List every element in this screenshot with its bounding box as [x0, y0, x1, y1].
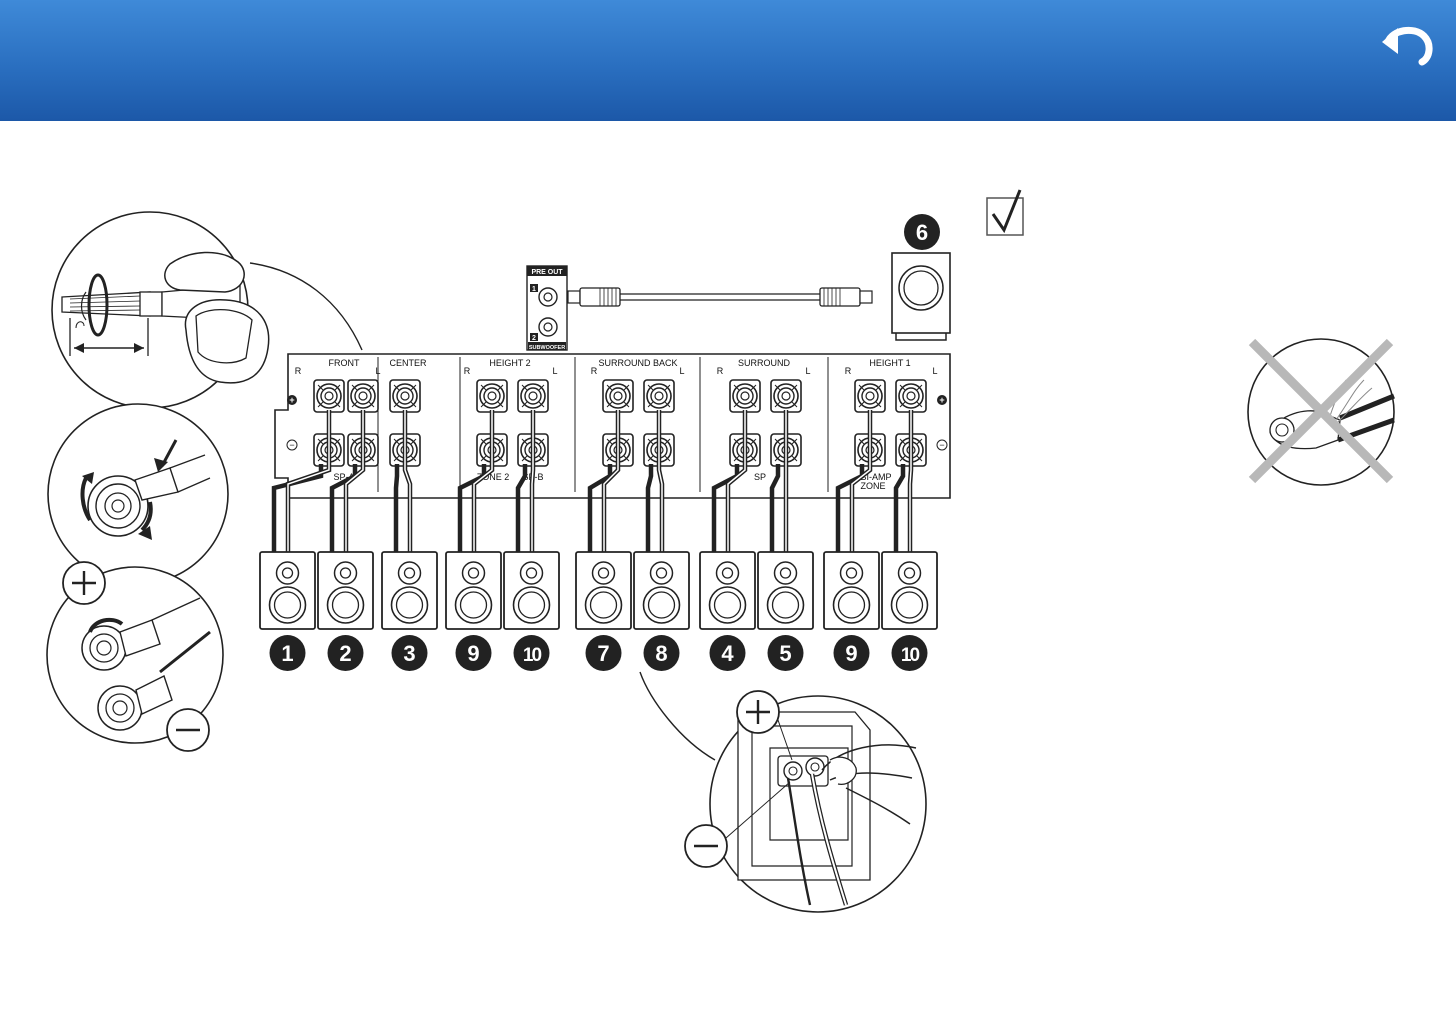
preout-ch1: 1 — [532, 286, 536, 293]
surround-back-l-label: L — [679, 366, 684, 376]
speaker — [446, 552, 501, 629]
speaker — [504, 552, 559, 629]
speaker-number: 2 — [339, 641, 351, 666]
positive-terminal — [603, 380, 633, 412]
panel-plus-left: + — [289, 395, 294, 405]
preout-title: PRE OUT — [531, 269, 563, 276]
positive-terminal — [314, 380, 344, 412]
speaker-number: 9 — [467, 641, 479, 666]
subwoofer-cable — [568, 288, 872, 306]
speaker — [576, 552, 631, 629]
speaker — [700, 552, 755, 629]
group-label-surround: SURROUND — [738, 358, 791, 368]
speaker — [318, 552, 373, 629]
negative-wire — [396, 464, 397, 556]
speaker — [824, 552, 879, 629]
terminal-tighten-inset — [48, 404, 228, 584]
wrong-connection-illustration — [1248, 339, 1394, 485]
group-label-height2: HEIGHT 2 — [489, 358, 530, 368]
positive-terminal — [771, 380, 801, 412]
surround-l-label: L — [805, 366, 810, 376]
checkbox-icon — [987, 190, 1023, 235]
label-sp-surround: SP — [754, 472, 766, 482]
positive-terminal — [390, 380, 420, 412]
positive-terminal — [477, 380, 507, 412]
positive-terminal — [644, 380, 674, 412]
panel-plus-right: + — [939, 395, 944, 405]
speaker-number: 8 — [655, 641, 667, 666]
front-r-label: R — [295, 366, 302, 376]
negative-wire — [648, 464, 651, 556]
positive-terminal — [896, 380, 926, 412]
speaker — [382, 552, 437, 629]
speaker — [260, 552, 315, 629]
group-label-front: FRONT — [329, 358, 360, 368]
polarity-inset — [47, 562, 223, 751]
preout-ch2: 2 — [532, 335, 536, 342]
group-label-surround-back: SURROUND BACK — [598, 358, 677, 368]
height2-r-label: R — [464, 366, 471, 376]
positive-terminal — [348, 380, 378, 412]
speaker-number: 1 — [281, 641, 293, 666]
panel-minus-left: − — [289, 440, 294, 450]
front-l-label: L — [375, 366, 380, 376]
positive-terminal — [730, 380, 760, 412]
positive-terminal — [518, 380, 548, 412]
speaker-number: 5 — [779, 641, 791, 666]
surround-r-label: R — [717, 366, 724, 376]
height1-l-label: L — [932, 366, 937, 376]
speaker — [758, 552, 813, 629]
group-label-height1: HEIGHT 1 — [869, 358, 910, 368]
speaker-number: 10 — [523, 645, 542, 666]
subwoofer — [892, 253, 950, 340]
preout-subwoofer-label: SUBWOOFER — [529, 345, 565, 351]
group-label-center: CENTER — [389, 358, 427, 368]
speaker — [634, 552, 689, 629]
subwoofer-number: 6 — [916, 220, 928, 245]
speaker-row: 1 2 3 9 10 7 8 4 5 9 10 — [260, 552, 937, 671]
speaker-number: 10 — [901, 645, 920, 666]
label-zone: ZONE — [860, 481, 885, 491]
surround-back-r-label: R — [591, 366, 598, 376]
speaker-number: 7 — [597, 641, 609, 666]
positive-terminal — [855, 380, 885, 412]
height1-r-label: R — [845, 366, 852, 376]
height2-l-label: L — [552, 366, 557, 376]
speaker-number: 4 — [721, 641, 734, 666]
preout-terminal: PRE OUT 1 2 SUBWOOFER — [527, 266, 567, 351]
speaker — [882, 552, 937, 629]
speaker-number: 3 — [403, 641, 415, 666]
speaker-number: 9 — [845, 641, 857, 666]
subwoofer-number-badge: 6 — [904, 214, 940, 250]
panel-minus-right: − — [939, 440, 944, 450]
speaker-terminal-inset — [640, 672, 926, 912]
